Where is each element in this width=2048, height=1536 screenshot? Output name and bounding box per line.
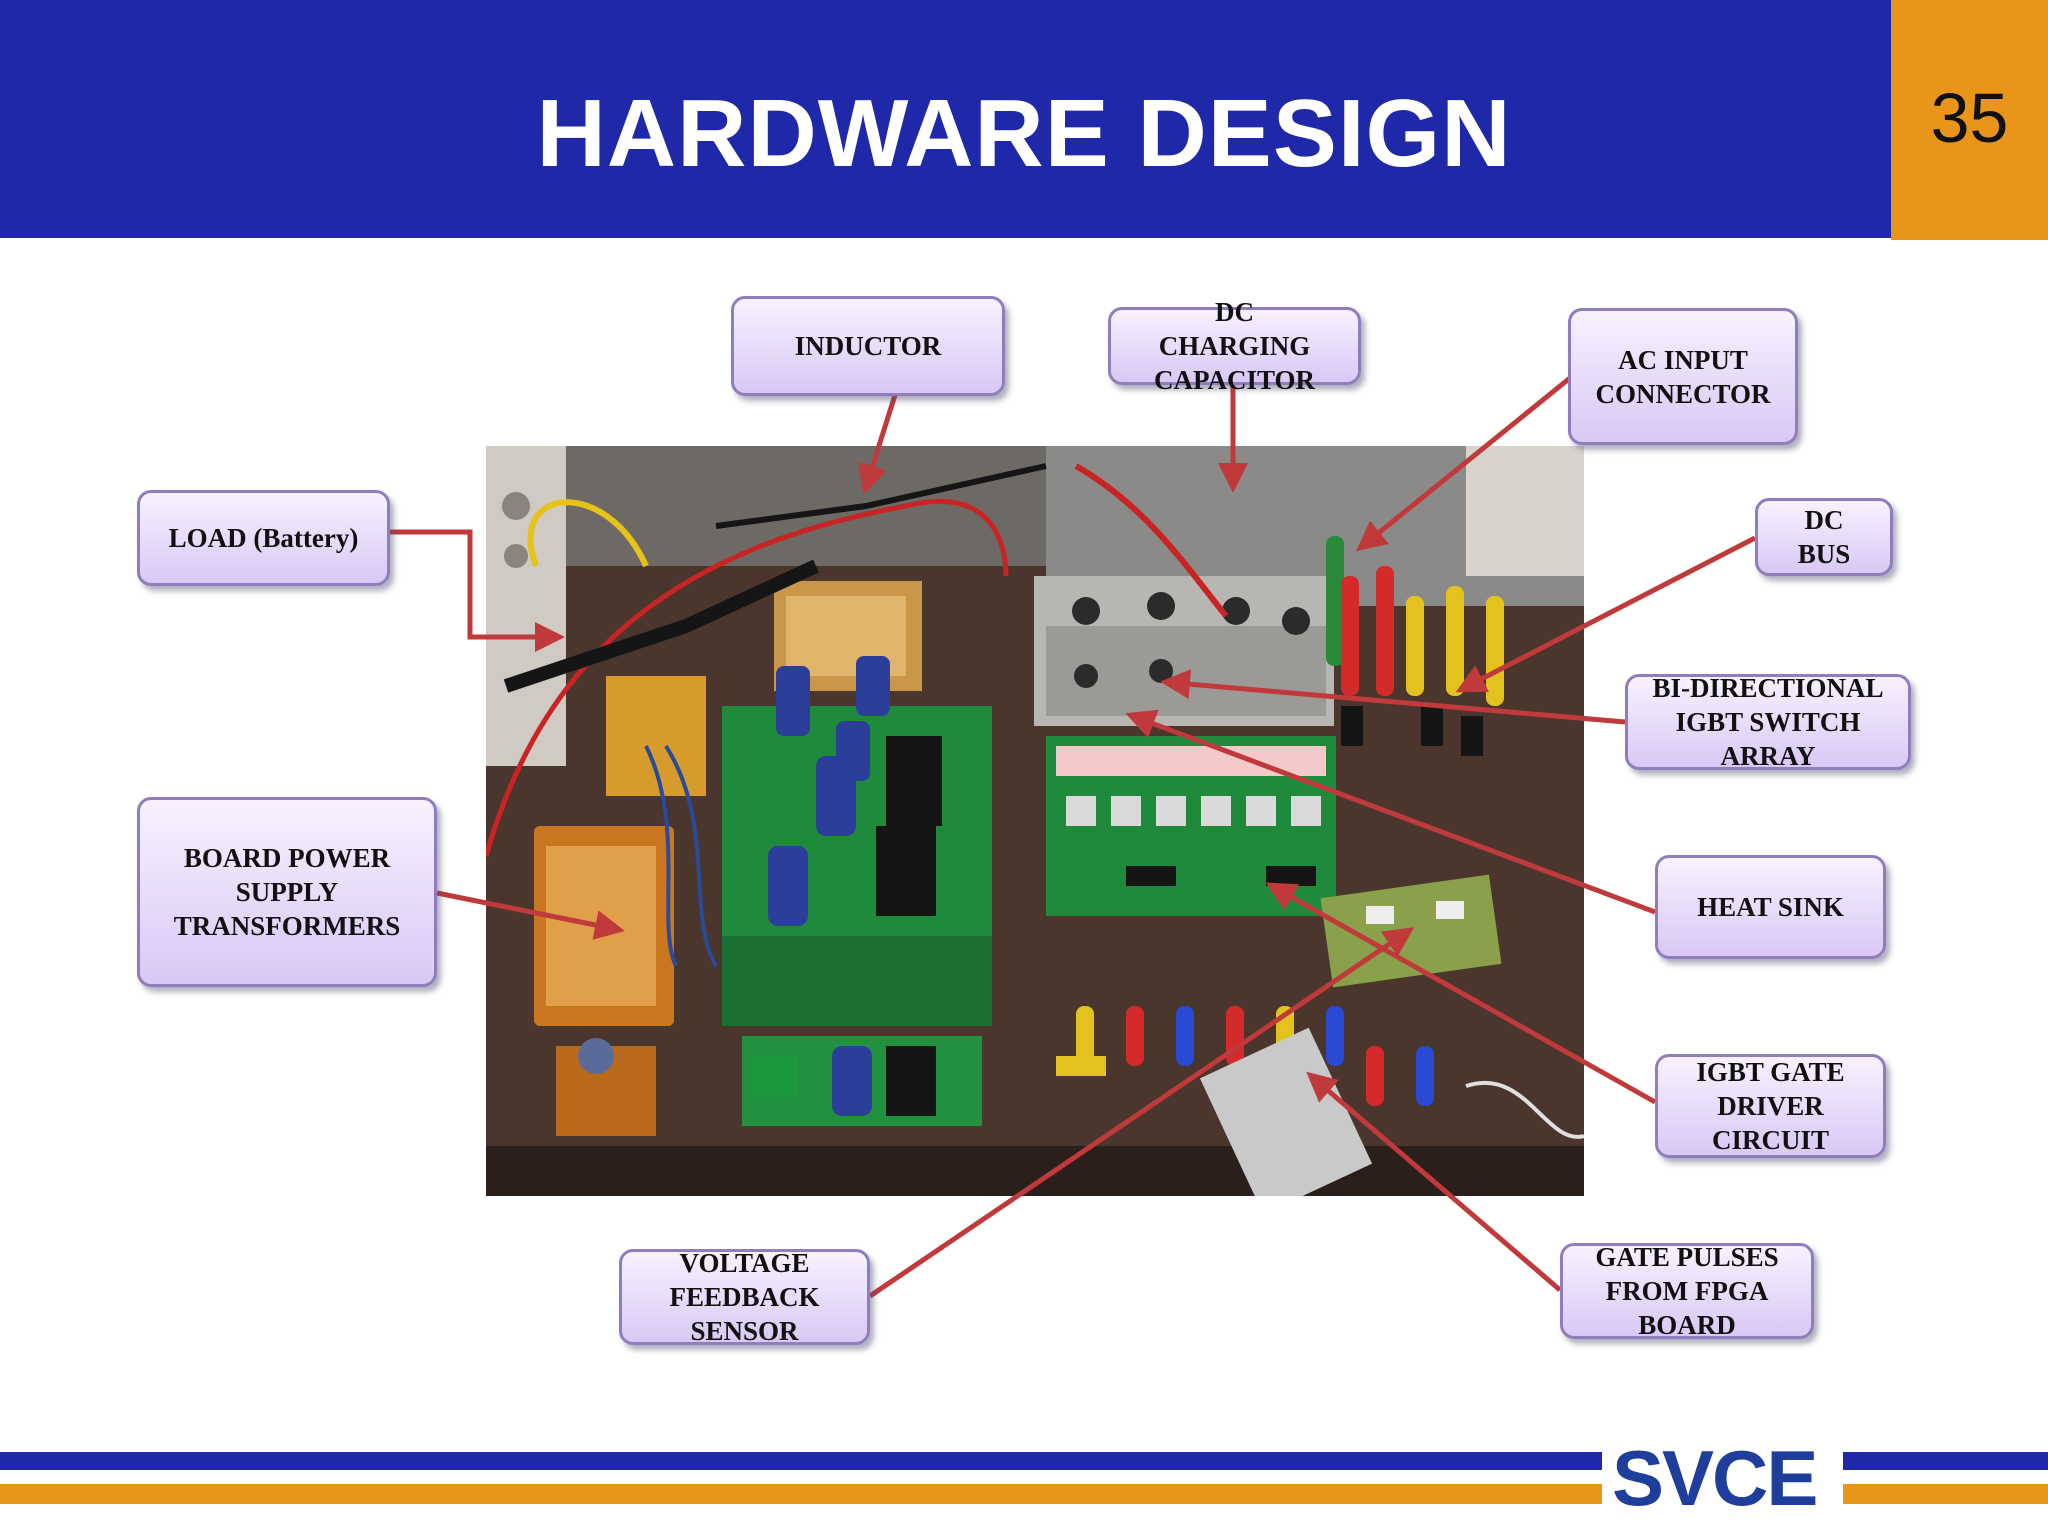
hardware-photo-illustration (486, 446, 1584, 1196)
footer-stripe-blue-left (0, 1452, 1602, 1470)
svce-logo: SVCE (1612, 1434, 1832, 1522)
label-heat-sink: HEAT SINK (1655, 855, 1886, 959)
label-ac-input-connector: AC INPUT CONNECTOR (1568, 308, 1798, 445)
slide-title: HARDWARE DESIGN (536, 80, 1512, 187)
slide-header (0, 0, 1891, 238)
page-number-box: 35 (1891, 0, 2048, 240)
footer-stripe-orange-left (0, 1484, 1602, 1504)
label-voltage-feedback: VOLTAGE FEEDBACK SENSOR (619, 1248, 870, 1346)
label-dc-bus: DC BUS (1755, 498, 1893, 576)
footer-stripe-blue-right (1843, 1452, 2048, 1470)
label-igbt-gate-driver: IGBT GATE DRIVER CIRCUIT (1655, 1054, 1886, 1158)
label-inductor: INDUCTOR (731, 296, 1005, 396)
label-dc-charging-capacitor: DC CHARGING CAPACITOR (1108, 297, 1361, 395)
label-load-battery: LOAD (Battery) (137, 490, 390, 586)
label-bidirectional-igbt: BI-DIRECTIONAL IGBT SWITCH ARRAY (1625, 673, 1911, 771)
label-board-power-supply: BOARD POWER SUPPLY TRANSFORMERS (137, 797, 437, 987)
label-gate-pulses: GATE PULSES FROM FPGA BOARD (1560, 1242, 1814, 1340)
page-number: 35 (1930, 79, 2009, 157)
footer-stripe-orange-right (1843, 1484, 2048, 1504)
svce-logo-text: SVCE (1612, 1433, 1818, 1522)
hardware-photo (486, 446, 1584, 1196)
